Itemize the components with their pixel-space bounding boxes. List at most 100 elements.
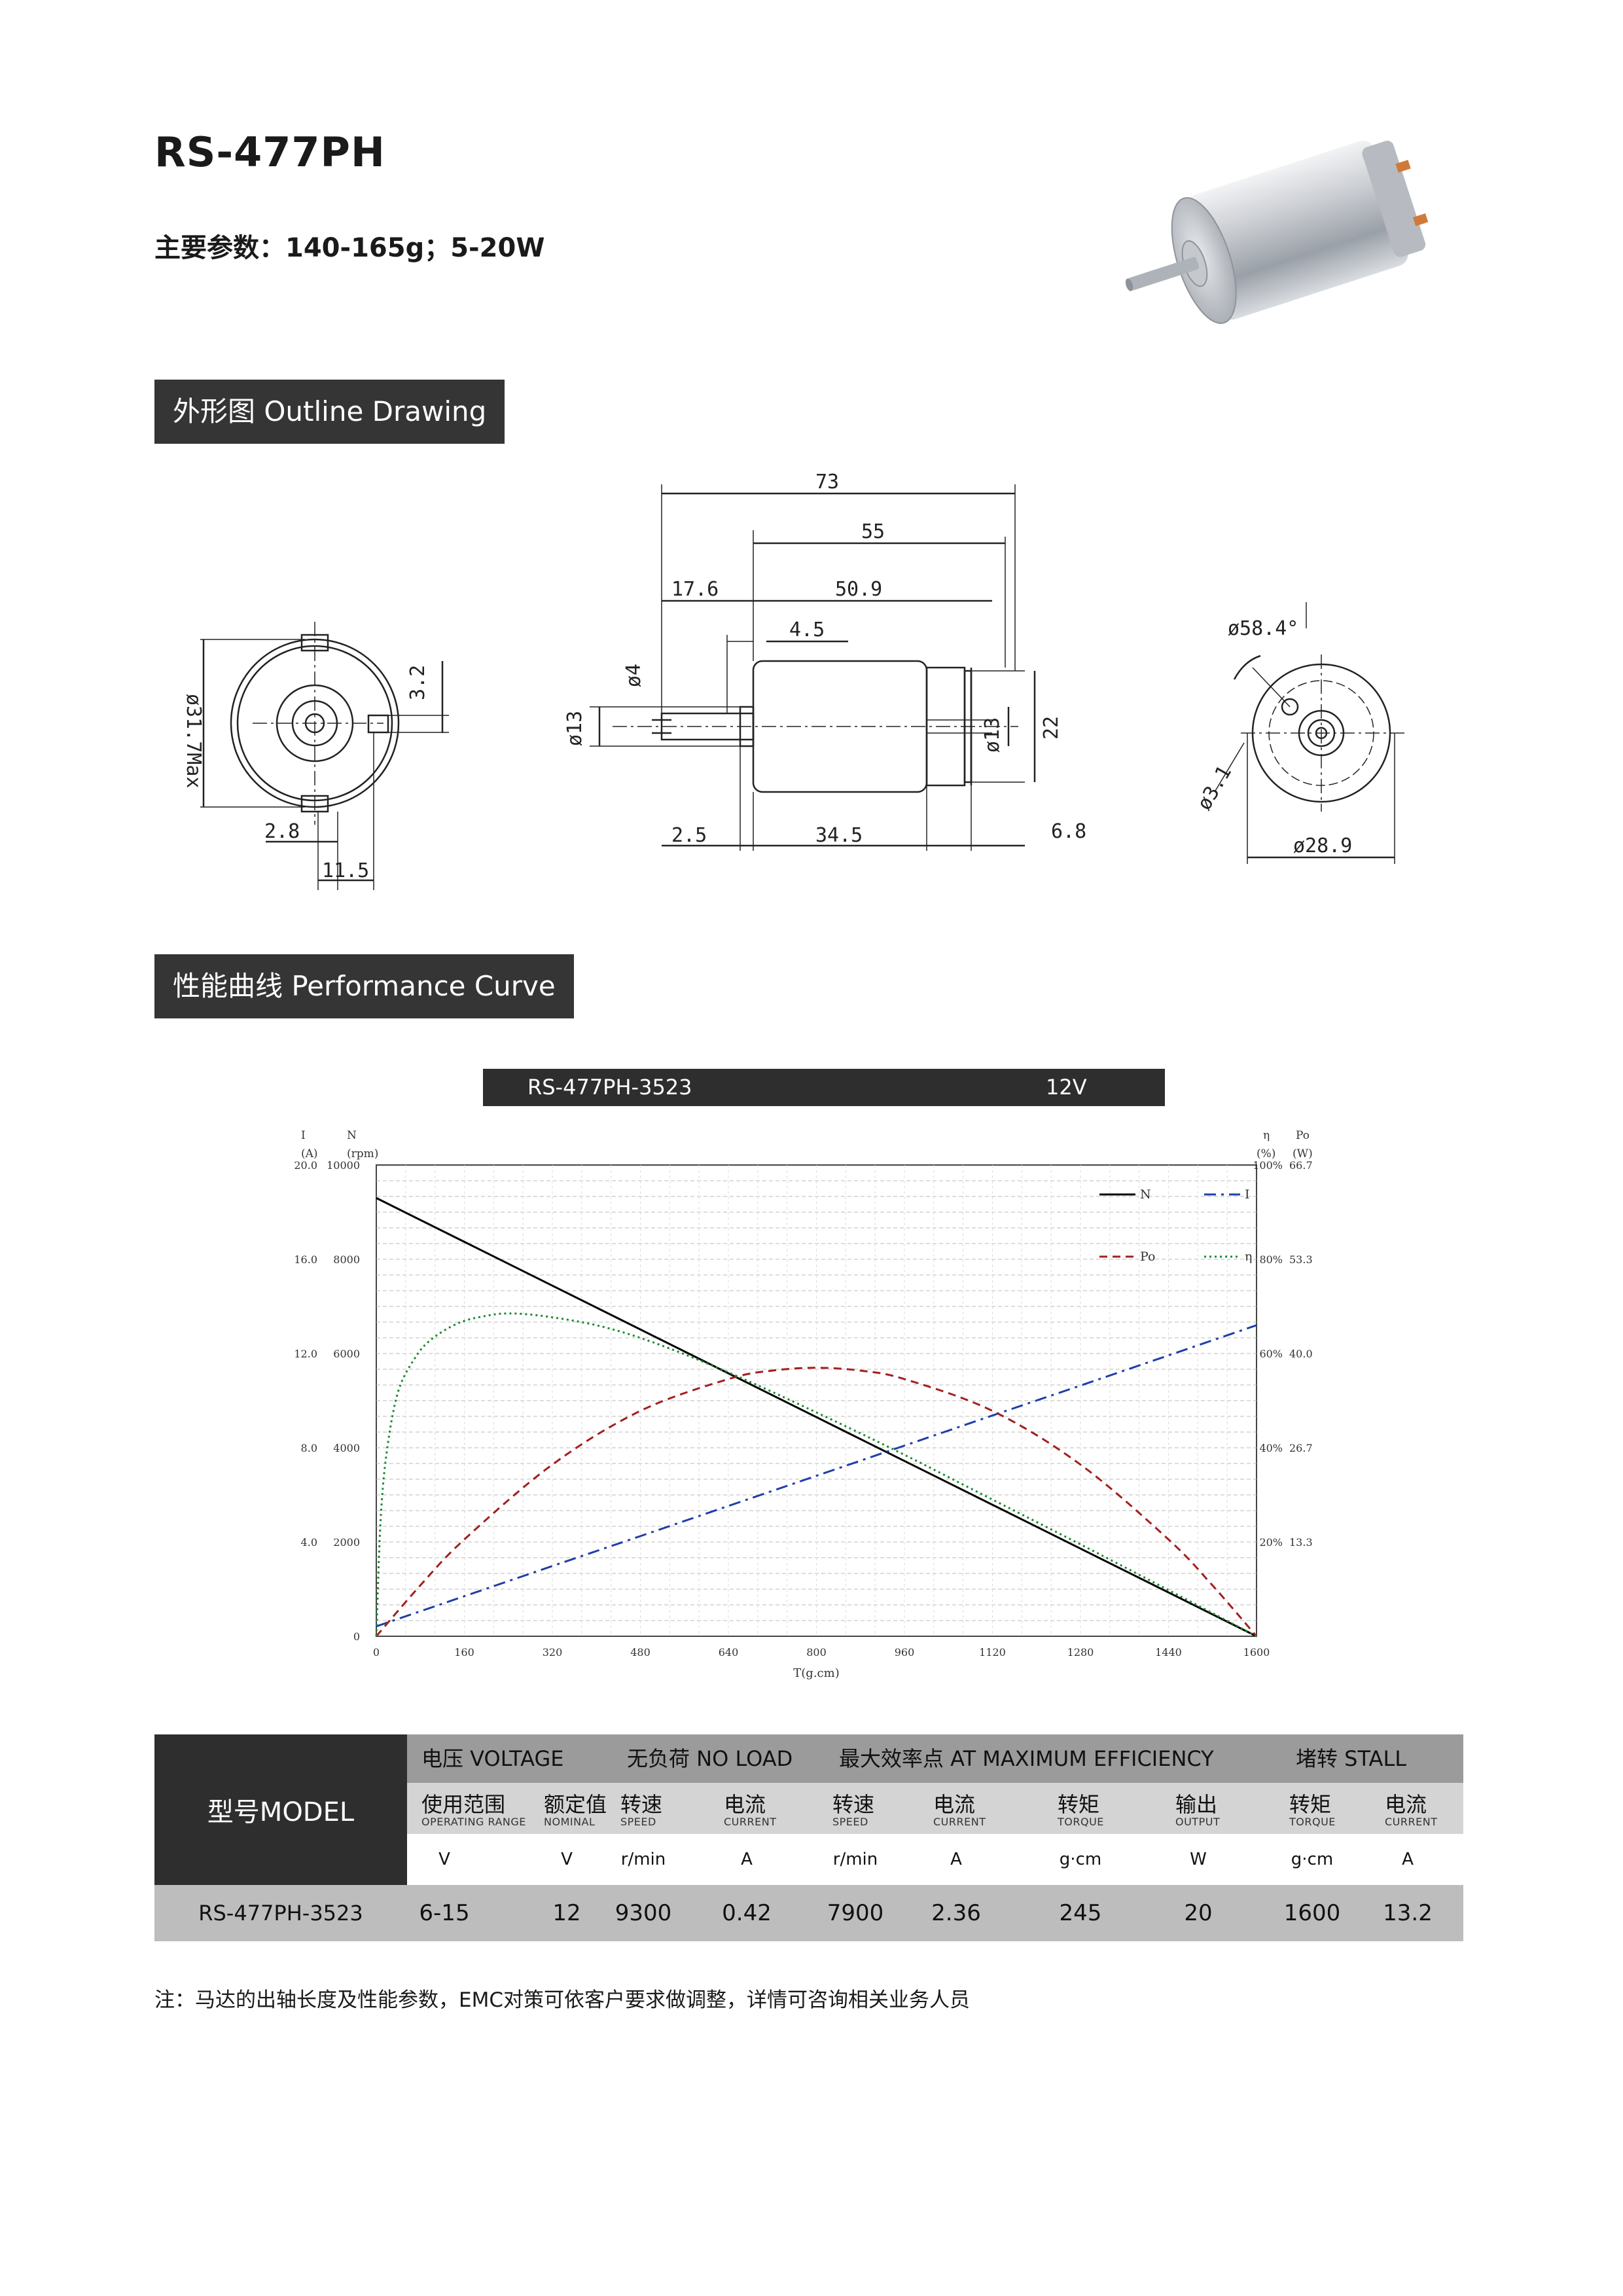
chart-voltage: 12V — [1046, 1075, 1087, 1100]
col-header-cn: 电流 — [724, 1792, 766, 1817]
col-header-en: SPEED — [620, 1816, 656, 1828]
col-header-en: TORQUE — [1058, 1816, 1104, 1828]
dim-side-d4: ø4 — [622, 664, 645, 687]
right-axis-header: (%) — [1257, 1147, 1275, 1160]
col-unit: A — [950, 1850, 962, 1869]
rear-view — [1214, 602, 1404, 864]
col-unit: A — [741, 1850, 753, 1869]
dim-rear-31: ø3.1 — [1193, 762, 1236, 814]
table-model-header: 型号MODEL — [154, 1734, 407, 1885]
group-max-efficiency: 最大效率点 AT MAXIMUM EFFICIENCY — [839, 1746, 1214, 1771]
dim-front-diameter: ø31.7Max — [182, 694, 205, 789]
col-header-cn: 转速 — [832, 1792, 875, 1817]
x-tick-label: 1120 — [979, 1646, 1006, 1659]
x-tick-label: 1440 — [1155, 1646, 1182, 1659]
legend-label: N — [1140, 1187, 1151, 1202]
row-value: 2.36 — [931, 1900, 981, 1926]
series-line-speed — [376, 1197, 1257, 1638]
left-axis-header: I — [301, 1129, 306, 1142]
row-value: 1600 — [1283, 1900, 1341, 1926]
x-tick-label: 640 — [719, 1646, 739, 1659]
dim-side-68: 6.8 — [1051, 820, 1086, 843]
col-header-cn: 电流 — [1385, 1792, 1427, 1817]
col-header-cn: 额定值 — [544, 1792, 607, 1817]
col-header-cn: 使用范围 — [421, 1792, 506, 1817]
row-value: 20 — [1184, 1900, 1213, 1926]
x-tick-label: 1600 — [1243, 1646, 1270, 1659]
page-title: RS-477PH — [154, 128, 385, 176]
left-axis-header: N — [347, 1129, 357, 1142]
series-line-efficiency — [375, 1312, 1257, 1638]
left-tick-speed: 0 — [353, 1630, 360, 1643]
dim-rear-289: ø28.9 — [1293, 834, 1352, 857]
right-axis-header: η — [1263, 1129, 1270, 1142]
right-tick-efficiency: 40% — [1259, 1442, 1283, 1454]
left-tick-speed: 6000 — [333, 1348, 360, 1360]
col-header-en: CURRENT — [933, 1816, 986, 1828]
col-header-en: OPERATING RANGE — [421, 1816, 526, 1828]
left-tick-speed: 2000 — [333, 1536, 360, 1549]
x-tick-label: 960 — [895, 1646, 915, 1659]
right-tick-power: 66.7 — [1289, 1159, 1313, 1172]
col-header-en: CURRENT — [1385, 1816, 1438, 1828]
row-value: 7900 — [827, 1900, 884, 1926]
col-header-cn: 转速 — [620, 1792, 663, 1817]
row-model: RS-477PH-3523 — [198, 1901, 363, 1926]
dim-side-509: 50.9 — [835, 578, 882, 601]
col-unit: r/min — [620, 1850, 666, 1869]
footnote: 注：马达的出轴长度及性能参数，EMC对策可依客户要求做调整，详情可咨询相关业务人… — [154, 1988, 970, 2012]
dim-side-345: 34.5 — [815, 824, 863, 847]
right-tick-efficiency: 60% — [1259, 1348, 1283, 1360]
left-tick-current: 20.0 — [294, 1159, 317, 1172]
row-value: 6-15 — [419, 1900, 470, 1926]
outline-drawing: ø31.7Max 3.2 2.8 11.5 73 55 17.6 50.9 4.… — [182, 471, 1404, 890]
right-tick-power: 26.7 — [1289, 1442, 1313, 1454]
group-voltage: 电压 VOLTAGE — [421, 1746, 564, 1771]
row-value: 12 — [552, 1900, 581, 1926]
dim-side-176: 17.6 — [671, 578, 719, 601]
dim-side-45: 4.5 — [789, 619, 825, 641]
dim-side-d13-right: ø13 — [981, 717, 1004, 753]
right-tick-power: 13.3 — [1289, 1536, 1313, 1549]
col-unit: r/min — [832, 1850, 878, 1869]
col-unit: g·cm — [1059, 1850, 1102, 1869]
left-axis-header: (rpm) — [347, 1147, 378, 1160]
x-tick-label: 480 — [630, 1646, 651, 1659]
dim-front-28: 2.8 — [264, 820, 300, 843]
dim-side-55: 55 — [861, 520, 885, 543]
legend-label: η — [1245, 1249, 1252, 1264]
group-stall: 堵转 STALL — [1296, 1746, 1407, 1771]
col-header-en: TORQUE — [1289, 1816, 1336, 1828]
right-axis-header: (W) — [1293, 1147, 1313, 1160]
left-tick-current: 12.0 — [294, 1348, 317, 1360]
motor-photo — [1125, 140, 1429, 324]
dim-side-d13-left: ø13 — [563, 711, 586, 746]
x-tick-label: 320 — [543, 1646, 563, 1659]
legend-label: I — [1245, 1187, 1250, 1202]
dim-side-22: 22 — [1040, 716, 1063, 740]
x-axis-label: T(g.cm) — [793, 1666, 839, 1680]
x-tick-label: 160 — [454, 1646, 474, 1659]
left-tick-current: 16.0 — [294, 1253, 317, 1266]
group-noload: 无负荷 NO LOAD — [627, 1746, 793, 1771]
x-tick-label: 0 — [373, 1646, 380, 1659]
right-tick-efficiency: 20% — [1259, 1536, 1283, 1549]
col-header-en: NOMINAL — [544, 1816, 596, 1828]
section-performance-curve: 性能曲线 Performance Curve — [154, 954, 574, 1018]
col-unit: A — [1402, 1850, 1414, 1869]
col-header-cn: 转矩 — [1289, 1792, 1332, 1817]
series-line-current — [376, 1324, 1257, 1628]
section-outline-drawing: 外形图 Outline Drawing — [154, 380, 505, 444]
dim-side-73: 73 — [815, 471, 839, 493]
left-tick-speed: 4000 — [333, 1442, 360, 1454]
right-axis-header: Po — [1296, 1129, 1310, 1142]
dim-rear-584: ø58.4° — [1228, 617, 1298, 640]
row-value: 9300 — [615, 1900, 672, 1926]
left-axis-header: (A) — [301, 1147, 318, 1160]
left-tick-current: 4.0 — [301, 1536, 317, 1549]
right-tick-efficiency: 100% — [1253, 1159, 1283, 1172]
right-tick-efficiency: 80% — [1259, 1253, 1283, 1266]
col-header-cn: 转矩 — [1058, 1792, 1100, 1817]
right-tick-power: 40.0 — [1289, 1348, 1313, 1360]
col-unit: W — [1190, 1850, 1207, 1869]
